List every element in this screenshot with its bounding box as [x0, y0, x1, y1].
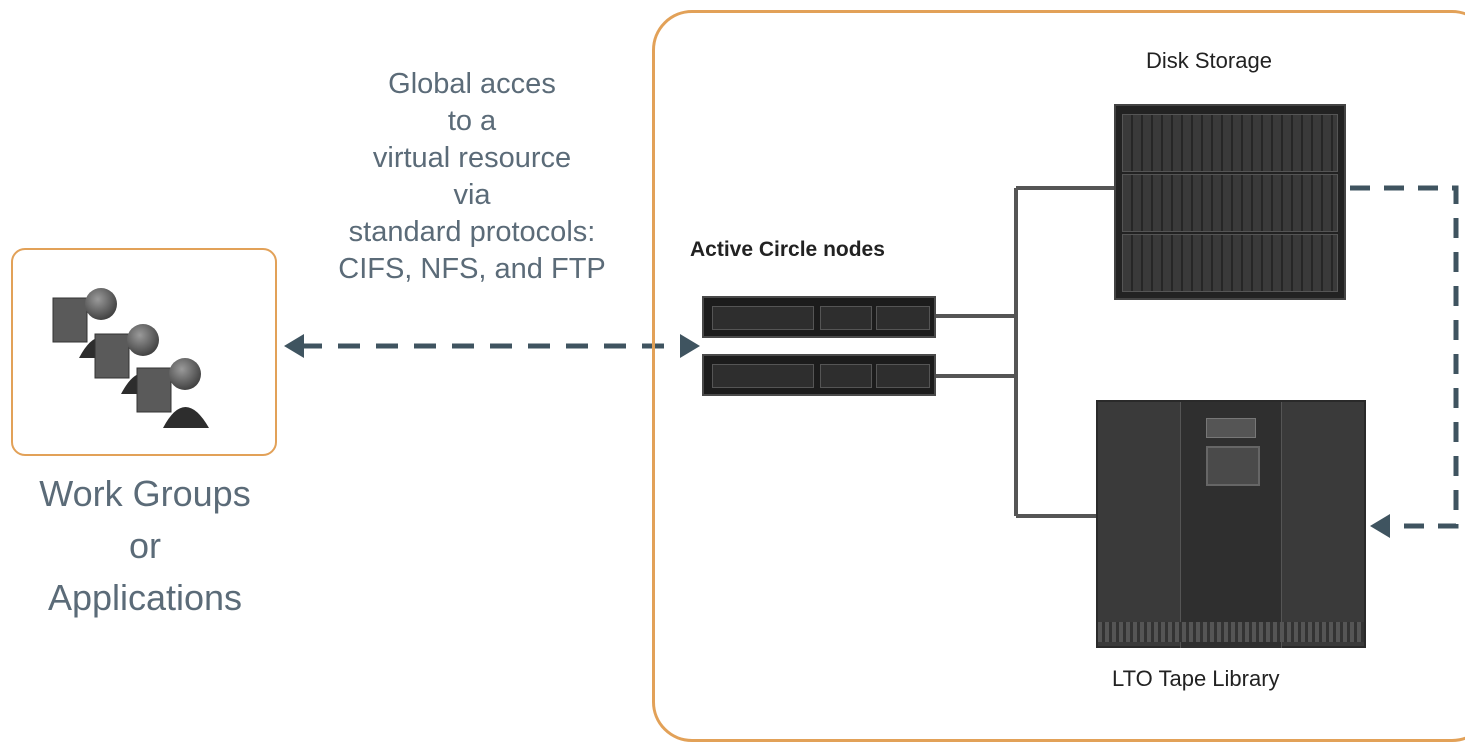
workgroup-caption: Work Groups or Applications	[39, 473, 251, 618]
workgroup-users-icon	[52, 288, 209, 428]
node-to-storage-lines	[936, 186, 1114, 518]
migration-arrow-line	[1350, 185, 1459, 529]
node-server-2	[702, 354, 936, 396]
disk-storage-label: Disk Storage	[1146, 48, 1272, 73]
disk-storage-icon	[1114, 104, 1346, 300]
workgroup-box	[11, 248, 277, 456]
access-arrow	[284, 334, 700, 358]
arrow-head-left-icon	[284, 334, 304, 358]
protocol-description: Global acces to a virtual resource via s…	[338, 68, 606, 285]
arrow-head-tape-icon	[1370, 514, 1390, 538]
tape-library-icon	[1096, 400, 1366, 648]
arrow-head-right-icon	[680, 334, 700, 358]
nodes-label: Active Circle nodes	[690, 238, 885, 261]
node-server-1	[702, 296, 936, 338]
system-container	[652, 10, 1465, 742]
migration-arrow	[1350, 185, 1459, 538]
tape-library-label: LTO Tape Library	[1112, 666, 1280, 691]
